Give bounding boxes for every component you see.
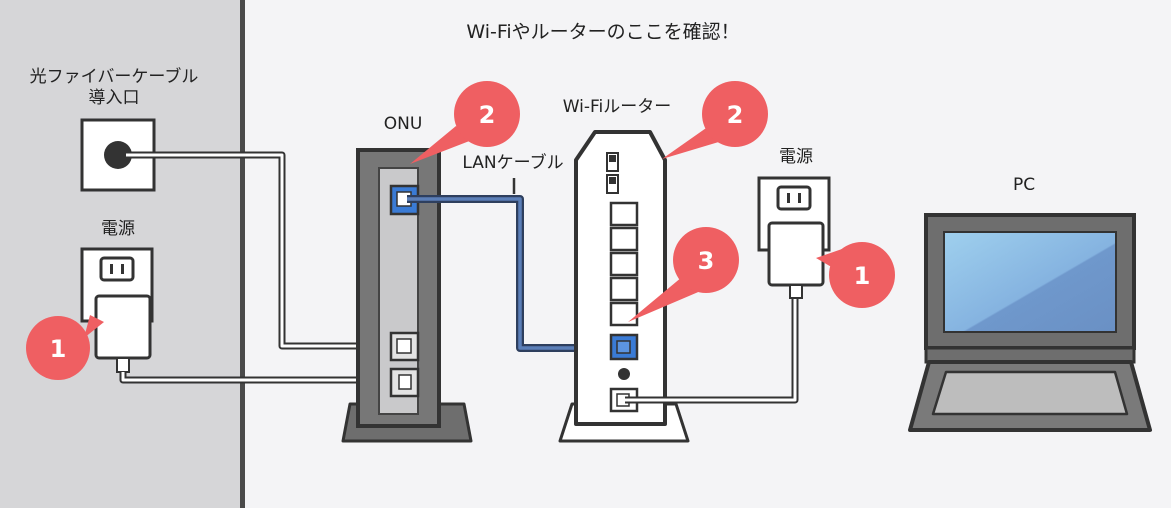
fiber-port-label-line1: 光ファイバーケーブル [29, 67, 199, 87]
router-reset-button [618, 368, 630, 380]
svg-text:2: 2 [727, 101, 744, 129]
router-wan-port [609, 333, 639, 361]
fiber-port-label: 光ファイバーケーブル 導入口 [30, 67, 199, 110]
pc-laptop [908, 213, 1152, 432]
badge-power-left: 1 [26, 315, 104, 380]
fiber-port-label-line2: 導入口 [88, 88, 140, 109]
svg-text:2: 2 [479, 101, 496, 129]
page-title: Wi-Fiやルーターのここを確認！ [466, 21, 740, 43]
lan-cable-label: LANケーブル [462, 153, 564, 173]
badge-wifi-router: 2 [662, 81, 768, 159]
power-adapter-left [94, 294, 152, 373]
badge-router-lan-port: 3 [628, 227, 739, 322]
pc-label: PC [1012, 175, 1036, 195]
badge-onu: 2 [410, 81, 520, 164]
onu-fiber-port [389, 331, 420, 362]
wifi-router-label: Wi-Fiルーター [562, 97, 672, 117]
router-lan-ports [609, 201, 639, 327]
wall-edge [240, 0, 245, 508]
power-left-label: 電源 [101, 219, 135, 239]
power-right-label: 電源 [779, 147, 813, 167]
power-adapter-right [767, 221, 825, 299]
router-switches [606, 152, 619, 194]
svg-text:1: 1 [50, 335, 67, 363]
badge-power-right: 1 [816, 242, 895, 308]
onu-label: ONU [383, 114, 423, 134]
onu-power-port [389, 367, 420, 398]
svg-text:1: 1 [854, 262, 871, 290]
svg-text:3: 3 [698, 247, 715, 275]
